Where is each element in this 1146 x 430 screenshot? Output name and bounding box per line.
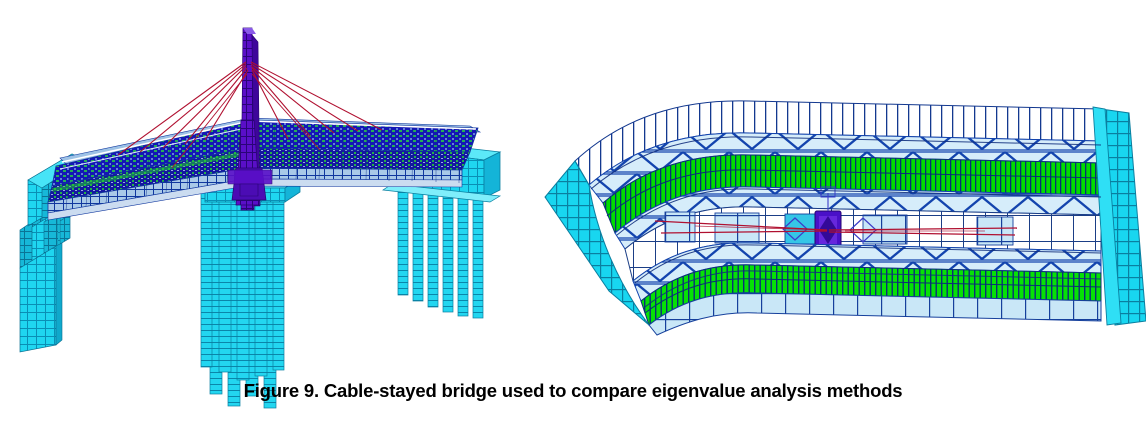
bridge-plan-view (544, 85, 1146, 336)
stay-cables (117, 61, 383, 169)
plan-stay-cable-lines-secondary (694, 225, 985, 232)
plan-left-abutment (544, 160, 650, 326)
plan-chord-lines (590, 136, 1102, 308)
center-pylon-piles (200, 189, 285, 409)
bridge-deck (47, 117, 482, 221)
pylon-footprint (814, 186, 842, 250)
plan-bottom-panel-band (648, 292, 1102, 336)
plan-right-abutment (1092, 106, 1146, 326)
bridge-3d-perspective-view (0, 0, 573, 409)
figure-caption: Figure 9. Cable-stayed bridge used to co… (243, 380, 903, 401)
pylon-tower (227, 27, 273, 211)
plan-stay-cable-lines (654, 220, 1018, 236)
